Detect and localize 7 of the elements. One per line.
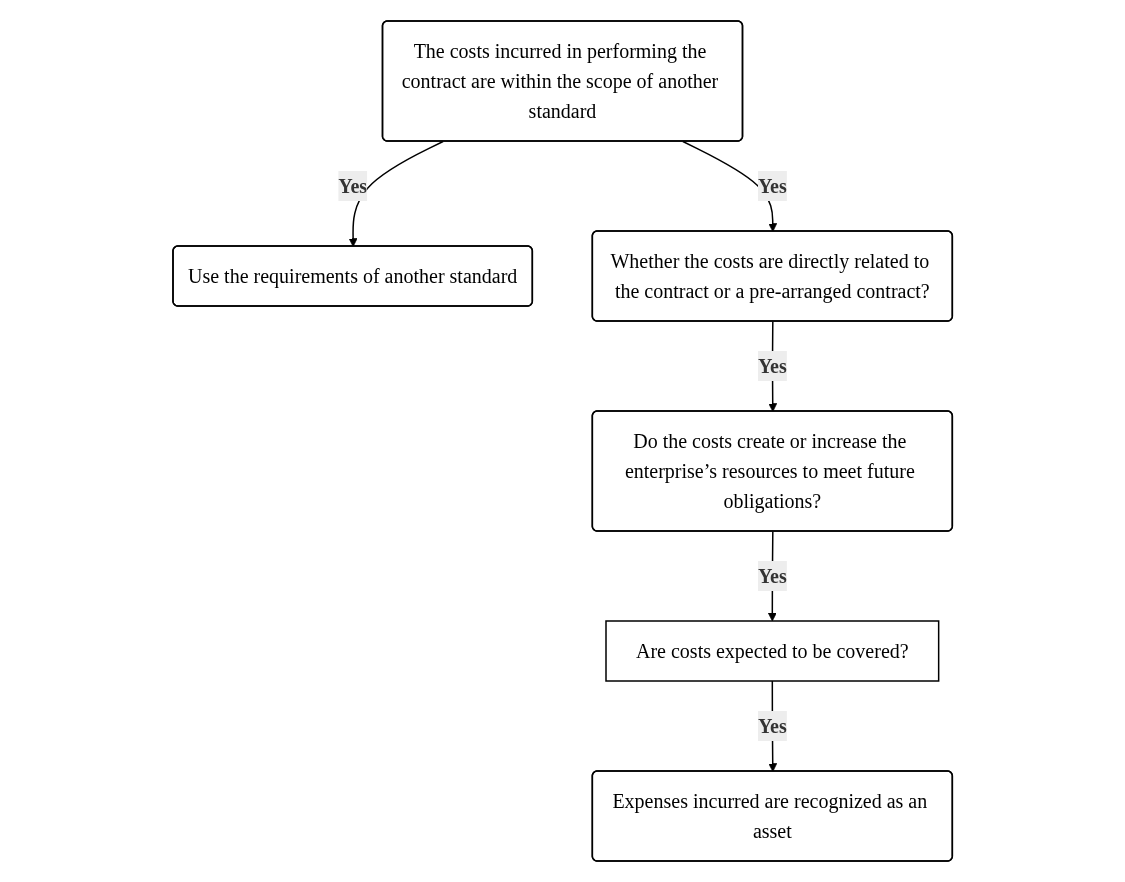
edge-label: Yes: [757, 565, 787, 587]
edge-label: Yes: [338, 175, 367, 197]
edge-label: Yes: [757, 175, 787, 197]
node-box: Are costs expected to be covered?: [605, 620, 940, 682]
edge-label: Yes: [757, 355, 787, 377]
arrow: [348, 140, 444, 247]
edge-label: Yes: [757, 715, 787, 737]
